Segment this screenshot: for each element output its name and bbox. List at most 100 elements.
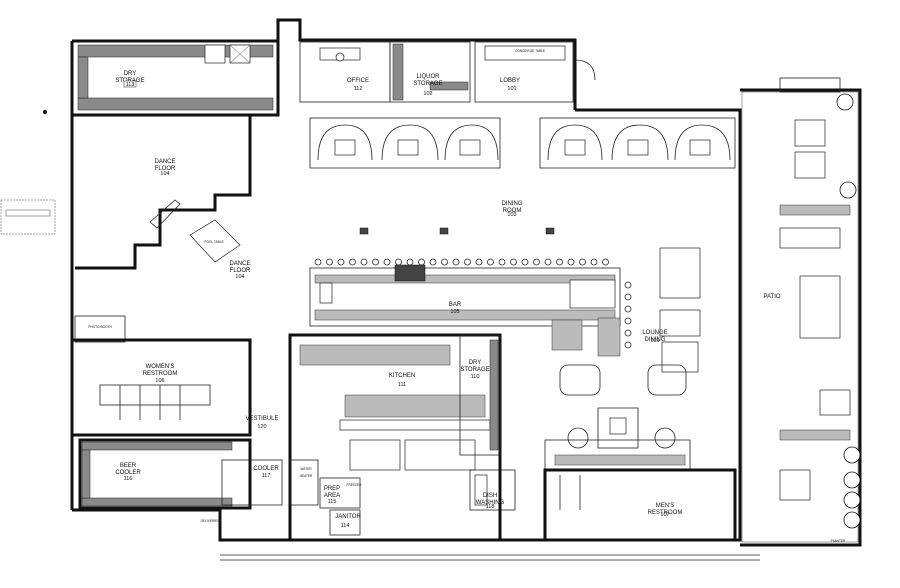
room-number: 109 [650,338,659,344]
bar-stool [624,281,632,289]
booths-top-left [309,117,501,169]
bar-stool [326,258,333,266]
bar-stool [624,293,632,301]
room-number: 106 [155,378,164,384]
room-number: 112 [354,86,363,92]
room-office-112: OFFICE 112 [299,41,391,103]
booths-top-right [539,117,736,169]
room-number: 102 [423,91,432,97]
room-name: KITCHEN [389,373,415,379]
room-number: 104 [235,274,244,280]
room-number: 117 [262,473,271,479]
bar-stool [533,258,540,266]
bar-stool [395,258,402,266]
bar-stool [544,258,552,266]
bar-stool [452,258,460,266]
room-name: COOLER [253,466,279,472]
room-number: 118 [486,504,495,510]
tree-icon [836,93,854,111]
room-bar-105: BAR 105 [309,264,621,327]
room-number: 103 [507,212,516,218]
room-lobby-101: CONCIERGE TABLE LOBBY 101 [474,41,596,103]
photo-booth: PHOTO BOOTH [74,315,126,343]
room-number: 113 [126,82,135,88]
room-cooler-117: COOLER 117 [221,459,283,506]
room-number: 101 [507,86,516,92]
bar-stool [314,258,322,266]
bar-stool [498,258,506,266]
planter-label: PLANTER [831,539,846,543]
marker-dot [43,110,47,114]
bar-stool [567,258,575,266]
tree-icon [843,491,861,509]
bar-stool [360,258,368,266]
bar-stool [602,258,609,266]
concierge-label: CONCIERGE TABLE [515,49,545,53]
freezer-label: FREEZER [347,483,363,487]
room-name: OFFICE [347,78,369,84]
tree-icon [843,471,861,489]
room-number: 120 [257,424,266,430]
room-name: LOBBY [500,78,520,84]
room-name: VESTIBULE [245,416,278,422]
room-name: PATIO [763,294,780,300]
bar-stool [579,258,586,266]
lounge-seating [544,364,691,471]
bar-stool [556,258,563,266]
room-janitor-114: JANITOR 114 [329,509,361,536]
room-number: 104 [160,171,169,177]
room-name: JANITOR [335,514,361,520]
room-number: 111 [398,382,406,388]
bar-stools [314,258,632,349]
room-number: 115 [328,499,337,505]
tree-icon [843,446,861,464]
room-number: 114 [341,523,350,529]
bar-stool [383,258,391,266]
photo-booth-label: PHOTO BOOTH [88,325,112,329]
room-number: 116 [124,476,133,482]
detail-box [0,199,56,235]
bar-stool [521,258,529,266]
room-patio: PATIO PLANTER [741,77,859,543]
patio-trees [836,93,861,529]
deliveries-label: DELIVERIES [201,519,220,523]
bar-stool [510,258,517,266]
tree-icon [839,181,857,199]
bar-stool [464,258,471,266]
bar-stool [418,258,425,266]
room-number: 105 [450,309,459,315]
room-vestibule-120: VESTIBULE 120 [245,416,278,430]
tree-icon [843,511,861,529]
bar-stool [429,258,437,266]
bar-stool [372,258,379,266]
room-name: DRY [124,71,137,77]
bar-stool [590,258,598,266]
pool-table-label: POOL TABLE [204,240,223,244]
bar-stool [337,258,345,266]
bar-stool [349,258,356,266]
